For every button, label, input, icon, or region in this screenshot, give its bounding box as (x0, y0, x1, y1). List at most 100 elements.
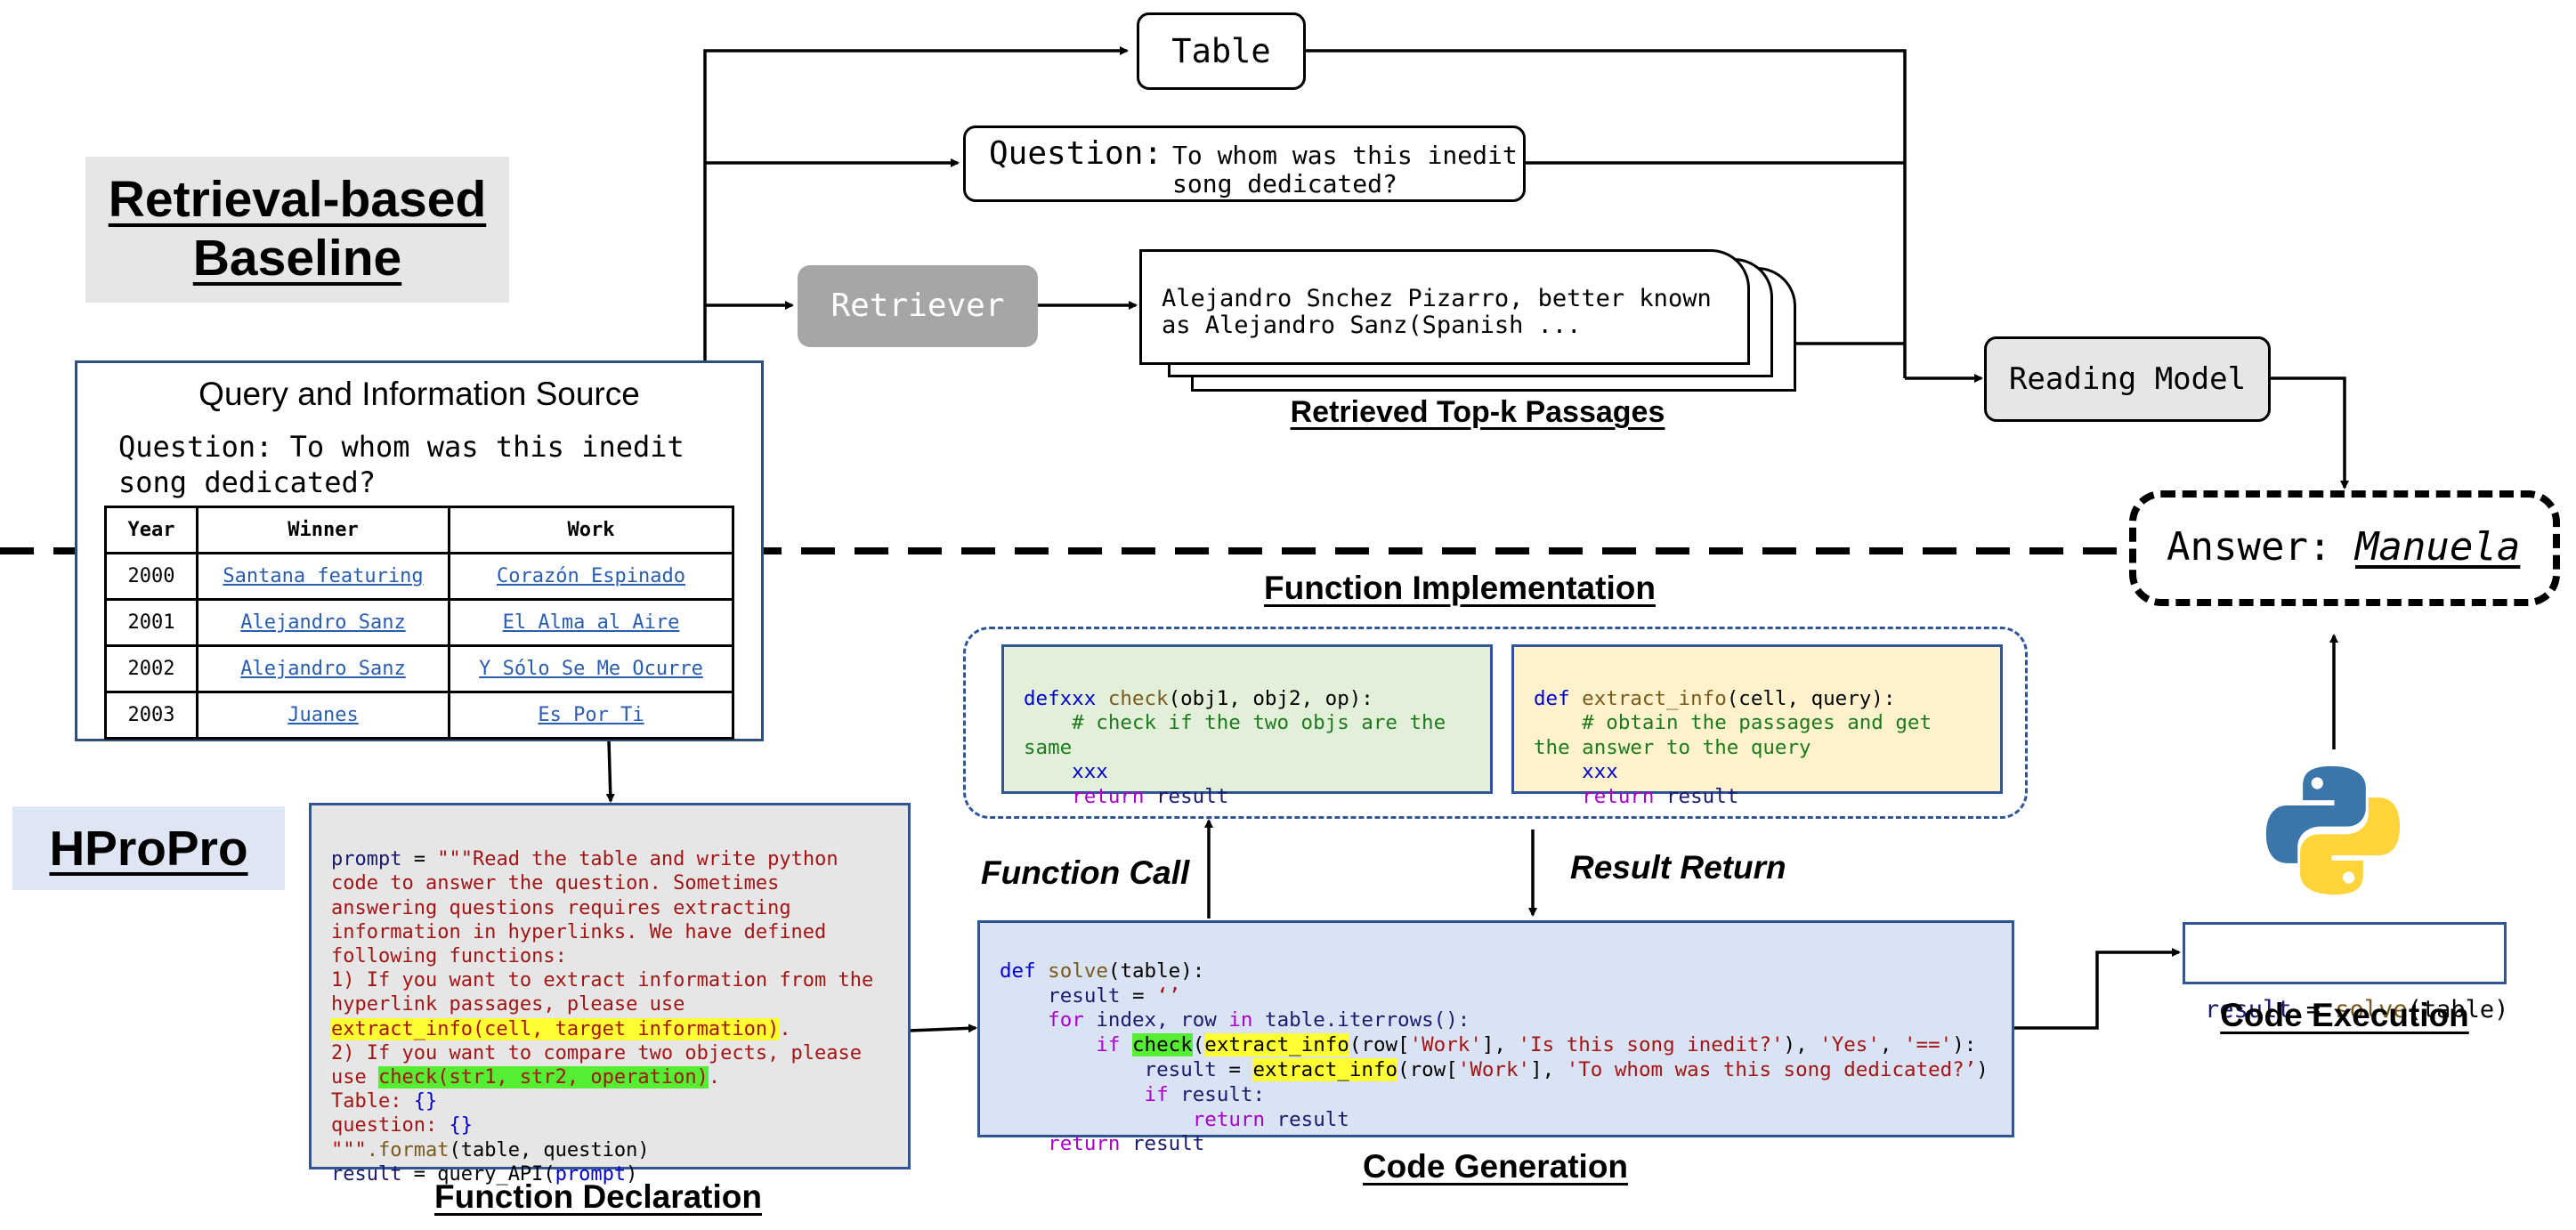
prompt-question-braces: {} (449, 1114, 473, 1137)
table-node-label: Table (1171, 32, 1271, 70)
exec-solve: solve (2335, 996, 2408, 1024)
check-def: defxxx (1024, 686, 1097, 710)
exec-result: result (2205, 996, 2292, 1024)
winner-link[interactable]: Alejandro Sanz (240, 658, 406, 680)
passages-label: Retrieved Top-k Passages (1290, 395, 1665, 429)
prompt-line-10: use (331, 1066, 378, 1089)
table-row: 2003 Juanes Es Por Ti (104, 691, 734, 740)
hpropro-banner: HProPro (12, 806, 285, 890)
query-source-box: Query and Information Source Question: T… (75, 360, 764, 741)
arrow-to-table (703, 46, 1129, 360)
prompt-line-10-end: . (708, 1066, 721, 1089)
work-link[interactable]: Corazón Espinado (497, 565, 685, 587)
source-table: Year Winner Work 2000 Santana featuring … (104, 506, 734, 740)
check-return: return (1024, 784, 1145, 808)
question-node-label: Question: (989, 135, 1163, 172)
answer-node: Answer: Manuela (2129, 490, 2560, 606)
extract-return-var: result (1654, 784, 1739, 808)
work-link[interactable]: Es Por Ti (538, 704, 644, 726)
exec-code-box: result = solve(table) (2183, 922, 2508, 1024)
check-function-box: defxxx check(obj1, obj2, op): # check if… (1001, 644, 1493, 808)
prompt-table-braces: {} (413, 1090, 438, 1113)
winner-link[interactable]: Juanes (288, 704, 359, 726)
prompt-line-4: information in hyperlinks. We have defin… (331, 920, 827, 943)
code-execution-label: Code Execution (2220, 997, 2469, 1033)
check-args: (obj1, obj2, op): (1168, 686, 1373, 710)
header-year: Year (104, 506, 198, 554)
check-comment-cont: same (1024, 735, 1073, 759)
retrieval-baseline-banner: Retrieval-based Baseline (85, 157, 509, 303)
prompt-line-8-end: . (779, 1017, 791, 1040)
prompt-line-7: hyperlink passages, please use (331, 993, 685, 1016)
reading-model-node: Reading Model (1984, 336, 2271, 422)
solve-empty-str: ‘’ (1156, 983, 1181, 1007)
extract-function-box: def extract_info(cell, query): # obtain … (1511, 644, 2003, 808)
solve-outer-return-var: result (1120, 1132, 1205, 1156)
prompt-api-close: ) (626, 1162, 638, 1185)
cell-year: 2003 (104, 691, 198, 740)
prompt-line-5: following functions: (331, 945, 567, 968)
solve-extract-highlight: extract_info (1204, 1033, 1349, 1057)
work-link[interactable]: Y Sólo Se Me Ocurre (479, 658, 703, 680)
solve-result-init: result (1000, 983, 1121, 1007)
prompt-line-2: code to answer the question. Sometimes (331, 872, 780, 895)
exec-args: (table) (2407, 996, 2509, 1024)
cell-year: 2001 (104, 598, 198, 647)
cell-year: 2002 (104, 644, 198, 693)
solve-row: (row[ (1349, 1033, 1410, 1057)
solve-end5: ) (1976, 1057, 1989, 1081)
solve-inner-return: return (1000, 1107, 1266, 1131)
passage-card: Alejandro Snchez Pizarro, better known a… (1139, 249, 1750, 365)
solve-sep4: ], (1530, 1057, 1567, 1081)
prompt-close-quotes: """ (331, 1138, 367, 1161)
solve-in: in (1228, 1008, 1253, 1032)
solve-args: (table): (1107, 959, 1205, 983)
result-return-label: Result Return (1570, 849, 1786, 886)
solve-op: '==' (1904, 1033, 1953, 1057)
prompt-eq: = (401, 848, 438, 871)
solve-outer-return: return (1000, 1132, 1121, 1156)
query-question: Question: To whom was this inedit song d… (118, 430, 685, 499)
extract-comment: # obtain the passages and get (1534, 711, 1932, 734)
solve-loop-vars: index, row (1083, 1008, 1229, 1032)
prompt-line-6: 1) If you want to extract information fr… (331, 969, 874, 992)
arrow-reading-to-answer (2270, 376, 2349, 490)
prompt-var: prompt (331, 848, 402, 871)
solve-if-result: result: (1168, 1082, 1266, 1106)
table-header-row: Year Winner Work (104, 506, 734, 554)
passage-line-1: Alejandro Snchez Pizarro, better known (1162, 285, 1712, 312)
solve-name: solve (1035, 959, 1108, 983)
line-table-out (1303, 49, 1907, 378)
function-implementation-frame (963, 627, 2028, 819)
table-row: 2000 Santana featuring Corazón Espinado (104, 552, 734, 601)
question-node: Question: To whom was this inedit song d… (963, 125, 1526, 202)
solve-eq2: = (1216, 1057, 1253, 1081)
hpropro-title: HProPro (49, 821, 248, 876)
extract-def: def (1534, 686, 1570, 710)
solve-inedit-query: 'Is this song inedit?' (1518, 1033, 1784, 1057)
solve-if: if (1000, 1033, 1121, 1057)
solve-yes: 'Yes' (1819, 1033, 1880, 1057)
solve-code-box: def solve(table): result = ‘’ for index,… (977, 920, 2014, 1155)
solve-if-2: if (1000, 1082, 1169, 1106)
question-node-line2: song dedicated? (1172, 169, 1397, 198)
function-call-label: Function Call (981, 854, 1190, 891)
solve-eq: = (1120, 983, 1157, 1007)
solve-inner-return-var: result (1265, 1107, 1349, 1131)
solve-def: def (1000, 959, 1036, 983)
extract-name: extract_info (1569, 686, 1727, 710)
winner-link[interactable]: Alejandro Sanz (240, 611, 406, 634)
header-winner: Winner (196, 506, 450, 554)
solve-paren: ( (1192, 1033, 1205, 1057)
solve-for: for (1000, 1008, 1084, 1032)
solve-dedicated-query: 'To whom was this song dedicated?’ (1566, 1057, 1977, 1081)
winner-link[interactable]: Santana featuring (223, 565, 424, 587)
work-link[interactable]: El Alma al Aire (502, 611, 680, 634)
extract-args: (cell, query): (1726, 686, 1896, 710)
cell-year: 2000 (104, 552, 198, 601)
extract-body: xxx (1534, 760, 1618, 783)
check-comment: # check if the two objs are the (1024, 711, 1446, 734)
question-node-line1: To whom was this inedit (1172, 141, 1518, 170)
solve-result-assign: result (1000, 1057, 1217, 1081)
